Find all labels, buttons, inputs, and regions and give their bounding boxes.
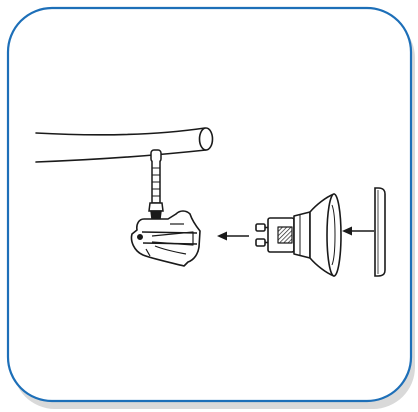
card-frame — [6, 6, 413, 403]
arrow-left-icon — [217, 231, 249, 241]
conduit-pipe-icon — [35, 127, 214, 163]
gu10-bulb-icon — [255, 193, 342, 277]
arrow-left-icon — [342, 226, 374, 236]
lamp-socket-icon — [130, 210, 201, 267]
threaded-arm-icon — [148, 149, 164, 220]
lens-cover-icon — [374, 187, 386, 277]
